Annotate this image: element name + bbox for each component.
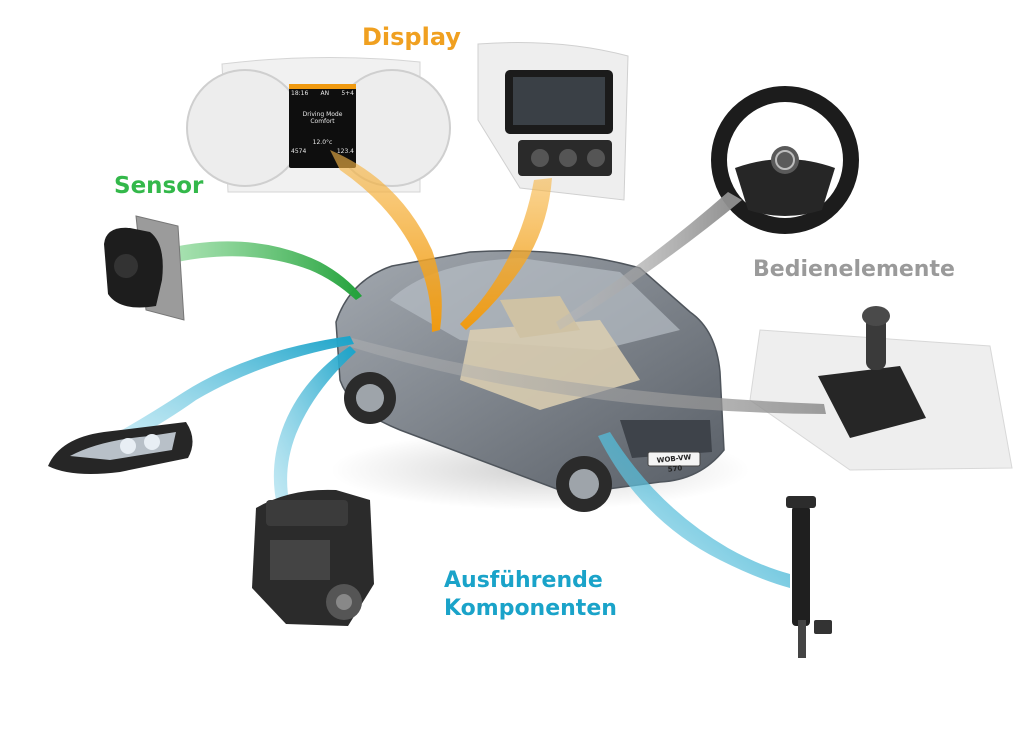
headlight (48, 422, 193, 474)
display-ribbon-cluster (330, 150, 442, 332)
instrument-cluster (186, 56, 451, 193)
car-cutaway (335, 249, 725, 512)
cluster-gear: AN (320, 90, 330, 97)
actuator-ribbon-engine (273, 346, 356, 510)
engine (252, 489, 374, 626)
label-ausfuehrende-line1: Ausführende (444, 568, 603, 593)
cluster-odo-right: 123.4 (336, 148, 354, 155)
sensor-device (104, 215, 185, 321)
control-ribbon-gear (348, 338, 826, 414)
gear-selector (749, 306, 1013, 471)
cluster-outside-temp: 12.0°c (312, 139, 333, 146)
cluster-temp-top: 5+4 (341, 90, 354, 97)
actuator-ribbon-shock (598, 432, 790, 588)
cluster-mode-line1: Driving Mode (302, 111, 343, 118)
cluster-screen: 18:16 AN 5+4 Driving Mode Comfort 12.0°c… (291, 90, 354, 166)
sensor-ribbon (160, 241, 362, 300)
shock-absorber (786, 496, 832, 658)
control-ribbon-steering (556, 192, 742, 330)
cluster-time: 18:16 (291, 90, 309, 97)
display-ribbon-infotainment (460, 178, 552, 330)
infotainment-unit (477, 42, 629, 201)
label-ausfuehrende-komponenten: Ausführende Komponenten (444, 567, 617, 622)
steering-wheel (711, 86, 859, 234)
cluster-odo-left: 4574 (291, 148, 307, 155)
cluster-mode-line2: Comfort (310, 118, 335, 125)
label-display: Display (362, 23, 461, 51)
label-sensor: Sensor (114, 173, 204, 199)
label-bedienelemente: Bedienelemente (753, 257, 955, 282)
label-ausfuehrende-line2: Komponenten (444, 595, 617, 621)
